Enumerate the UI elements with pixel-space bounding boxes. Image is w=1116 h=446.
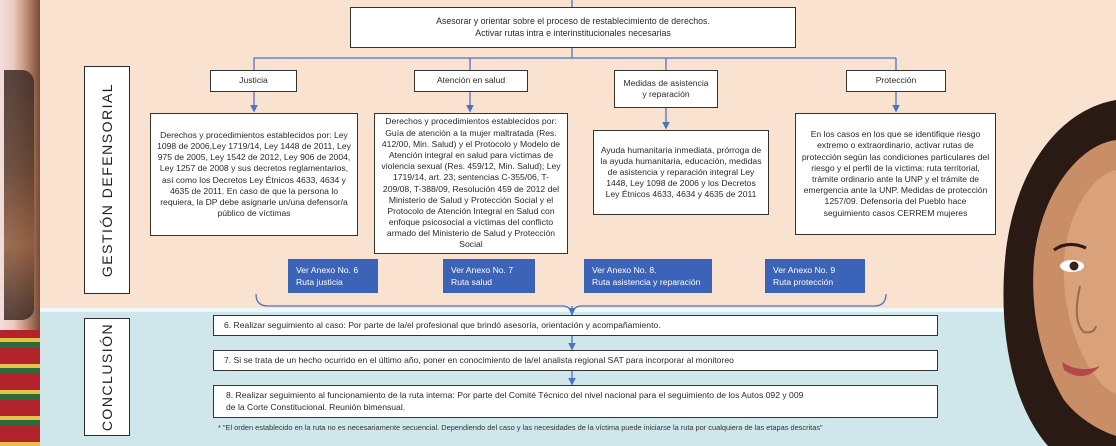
justicia-detail-box: Derechos y procedimientos establecidos p… (150, 113, 358, 236)
category-proteccion-header: Protección (846, 70, 946, 92)
step-7-box: 7. Si se trata de un hecho ocurrido en e… (213, 350, 938, 371)
step-8-box: 8. Realizar seguimiento al funcionamient… (213, 385, 938, 418)
conclusion-label: CONCLUSIÓN (84, 318, 130, 436)
ruta-salud-link[interactable]: Ver Anexo No. 7 Ruta salud (443, 259, 535, 293)
asistencia-detail-box: Ayuda humanitaria inmediata, prórroga de… (593, 130, 769, 215)
ruta-proteccion-link[interactable]: Ver Anexo No. 9 Ruta protección (765, 259, 865, 293)
category-salud-header: Atención en salud (414, 70, 528, 92)
woman-portrait-left (0, 0, 40, 446)
ruta-justicia-link[interactable]: Ver Anexo No. 6 Ruta justicia (288, 259, 378, 293)
top-instruction-box: Asesorar y orientar sobre el proceso de … (350, 7, 796, 48)
gestion-defensorial-label: GESTIÓN DEFENSORIAL (84, 66, 130, 294)
category-asistencia-header: Medidas de asistencia y reparación (614, 70, 718, 108)
step-6-box: 6. Realizar seguimiento al caso: Por par… (213, 315, 938, 336)
woman-portrait-right (1003, 100, 1116, 446)
salud-detail-box: Derechos y procedimientos establecidos p… (374, 113, 568, 254)
footnote: * "El orden establecido en la ruta no es… (218, 423, 823, 432)
proteccion-detail-box: En los casos en los que se identifique r… (795, 113, 996, 235)
ruta-asistencia-link[interactable]: Ver Anexo No. 8. Ruta asistencia y repar… (584, 259, 712, 293)
category-justicia-header: Justicia (210, 70, 297, 92)
